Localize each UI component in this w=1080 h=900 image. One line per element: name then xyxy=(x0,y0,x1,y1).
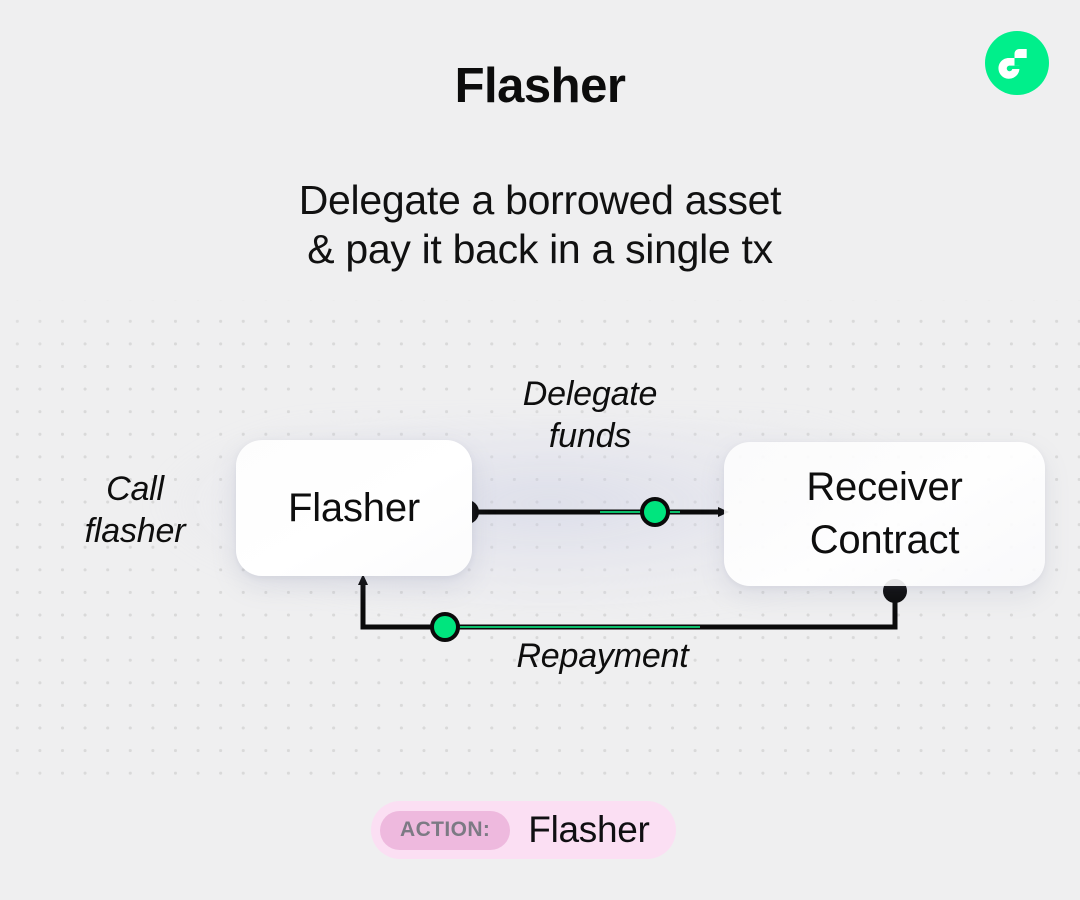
node-flasher-label: Flasher xyxy=(288,485,420,530)
token-marker-delegate xyxy=(640,497,670,527)
flow-logo-icon xyxy=(985,31,1049,95)
node-receiver-label: Receiver Contract xyxy=(806,465,963,562)
page-subtitle: Delegate a borrowed asset & pay it back … xyxy=(298,177,782,272)
edge-label-delegate-funds: Delegate funds xyxy=(522,375,658,455)
flow-diagram: Flasher Receiver Contract Call flasher D… xyxy=(0,300,1080,780)
edge-label-call-flasher: Call flasher xyxy=(84,470,186,550)
edge-label-repayment: Repayment xyxy=(516,637,689,675)
action-badge-tag: ACTION: xyxy=(380,810,511,850)
action-badge[interactable]: ACTION: Flasher xyxy=(371,801,676,859)
page-title: Flasher xyxy=(454,59,626,113)
node-flasher[interactable]: Flasher xyxy=(236,440,472,576)
action-badge-value: Flasher xyxy=(528,809,650,850)
node-receiver[interactable]: Receiver Contract xyxy=(724,442,1045,586)
token-marker-repayment xyxy=(430,612,460,642)
